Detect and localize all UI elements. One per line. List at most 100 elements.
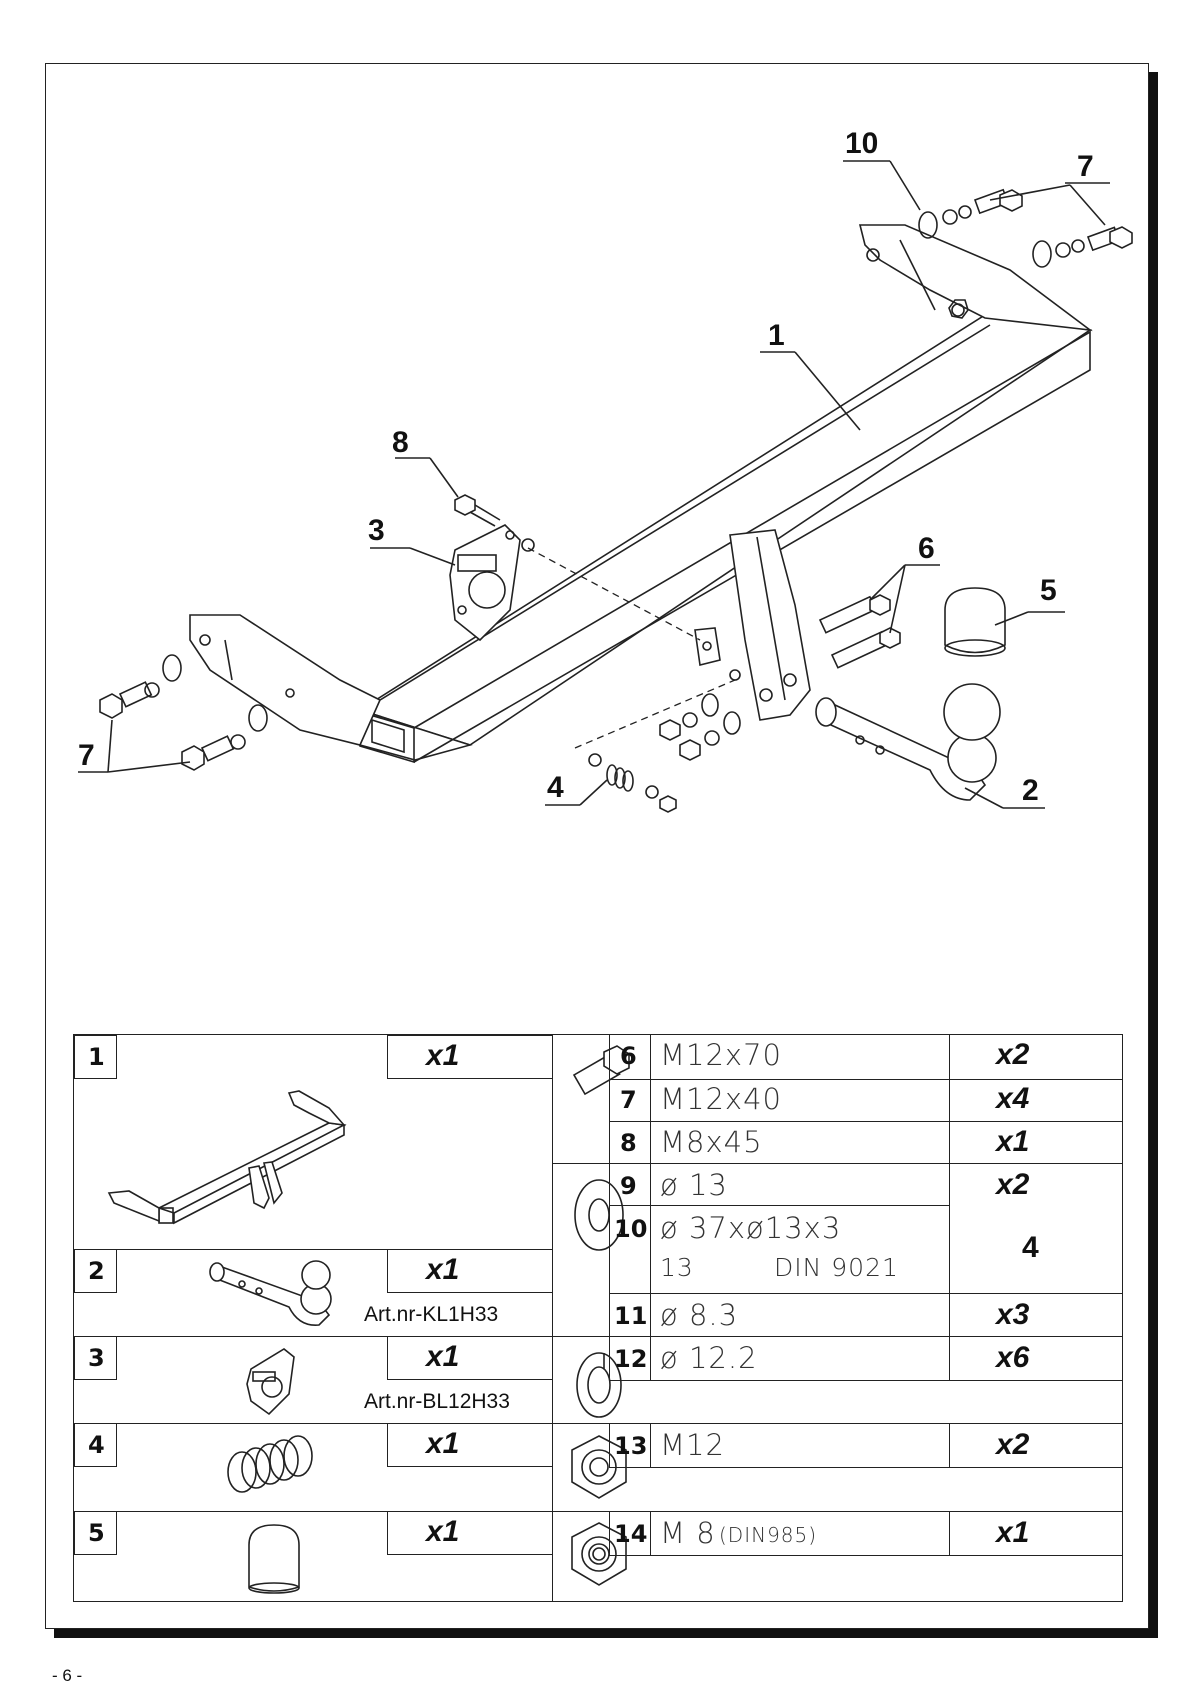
leader-lines [78, 160, 1110, 809]
part-num: 4 [88, 1431, 105, 1459]
col-divider [609, 1035, 610, 1381]
row-divider [609, 1079, 1122, 1080]
part-spec-din: (DIN985) [719, 1523, 818, 1547]
part-spec: ø 12.2 [660, 1341, 758, 1375]
row-divider [609, 1205, 949, 1206]
part-num: 3 [88, 1344, 105, 1372]
part-num: 10 [614, 1215, 648, 1243]
hex-nut-icon [571, 1435, 627, 1499]
part-num: 13 [614, 1432, 648, 1460]
bolt-icon [572, 1045, 630, 1096]
part-num: 7 [620, 1086, 637, 1114]
part-qty-cell: x1 [387, 1511, 553, 1555]
part-spec: M12x40 [660, 1082, 782, 1116]
tow-ball-neck [815, 683, 1001, 801]
part-num: 1 [88, 1043, 105, 1071]
part-qty-cell: x1 [387, 1336, 553, 1380]
part-spec: M 8 [660, 1516, 716, 1550]
part-spec: ø 13 [660, 1168, 728, 1202]
ball-cover-cap [944, 587, 1006, 657]
part-qty: x3 [996, 1298, 1030, 1331]
row-divider [609, 1555, 1122, 1556]
right-bolts [918, 188, 1133, 268]
part-qty: x1 [426, 1340, 460, 1373]
part-spec: ø 37xø13x3 [660, 1211, 842, 1245]
part-qty: x1 [996, 1125, 1030, 1158]
nuts-and-washers [574, 679, 741, 761]
part-qty: x2 [996, 1428, 1030, 1461]
part-qty: x1 [996, 1516, 1030, 1549]
bolt-m8 [454, 494, 535, 552]
row-divider [74, 1249, 553, 1250]
row-divider [609, 1467, 1122, 1468]
col-divider [609, 1423, 610, 1467]
part-num: 12 [614, 1345, 648, 1373]
part-spec-din: DIN 9021 [774, 1253, 899, 1282]
part-qty: x2 [996, 1038, 1030, 1071]
part-num-cell: 1 [74, 1035, 117, 1079]
frame-shadow [54, 1629, 1158, 1638]
ball-cap-thumbnail [248, 1524, 300, 1594]
part-num-cell: 2 [74, 1249, 117, 1293]
socket-plate-thumbnail [246, 1348, 295, 1416]
bolts-m12x70 [818, 594, 901, 669]
row-divider [552, 1336, 1122, 1337]
col-divider [949, 1035, 950, 1381]
part-qty: x1 [426, 1515, 460, 1548]
part-qty-cell: x1 [387, 1035, 553, 1079]
left-mounting-bracket [189, 614, 382, 746]
row-divider [74, 1336, 553, 1337]
part-qty: x2 [996, 1168, 1030, 1201]
callout-8: 8 [392, 426, 409, 459]
left-bolts [99, 654, 268, 771]
callout-4: 4 [547, 771, 564, 804]
callout-1: 1 [768, 319, 785, 352]
col-divider [650, 1423, 651, 1467]
part-spec-line2: 13 [660, 1253, 694, 1282]
flat-washer-icon [574, 1179, 624, 1251]
callout-2: 2 [1022, 774, 1039, 807]
table-divider [552, 1035, 553, 1601]
part-num: 14 [614, 1520, 648, 1548]
page-number: - 6 - [52, 1666, 83, 1685]
col-divider [609, 1511, 610, 1555]
callout-10: 10 [845, 127, 878, 160]
socket-plate [449, 524, 521, 642]
article-number: Art.nr-BL12H33 [364, 1390, 510, 1413]
part-spec: M12x70 [660, 1038, 782, 1072]
part-spec: ø 8.3 [660, 1298, 739, 1332]
part-num-cell: 5 [74, 1511, 117, 1555]
spring-washer-thumbnail [227, 1435, 313, 1493]
part-qty: x6 [996, 1341, 1030, 1374]
callout-3: 3 [368, 514, 385, 547]
callout-7-left: 7 [78, 739, 95, 772]
spring-lock-washer-icon [576, 1352, 622, 1418]
part-qty-cell: x1 [387, 1249, 553, 1293]
col-divider [949, 1423, 950, 1467]
article-number: Art.nr-KL1H33 [364, 1303, 499, 1326]
part-qty: x1 [426, 1039, 460, 1072]
callout-6: 6 [918, 532, 935, 565]
row-divider [74, 1423, 1122, 1424]
frame-shadow [1149, 72, 1158, 1638]
part-spec: M12 [660, 1428, 725, 1462]
crossbar-thumbnail [107, 1090, 347, 1225]
right-mounting-bracket [858, 224, 1093, 332]
lock-nut-icon [571, 1522, 627, 1586]
col-divider [650, 1511, 651, 1555]
col-divider [949, 1511, 950, 1555]
callout-7-right: 7 [1077, 150, 1094, 183]
part-num-cell: 4 [74, 1423, 117, 1467]
row-divider [609, 1293, 1122, 1294]
part-spec: M8x45 [660, 1125, 763, 1159]
part-num: 5 [88, 1519, 105, 1547]
exploded-assembly-diagram: 10 7 1 8 3 6 5 7 4 2 [78, 127, 1133, 813]
part-num: 6 [620, 1042, 637, 1070]
part-qty: x1 [426, 1253, 460, 1286]
part-num-cell: 3 [74, 1336, 117, 1380]
spring-washers [588, 753, 677, 813]
row-divider [74, 1511, 1122, 1512]
part-num: 11 [614, 1302, 648, 1330]
part-num: 8 [620, 1129, 637, 1157]
row-divider [609, 1380, 1122, 1381]
